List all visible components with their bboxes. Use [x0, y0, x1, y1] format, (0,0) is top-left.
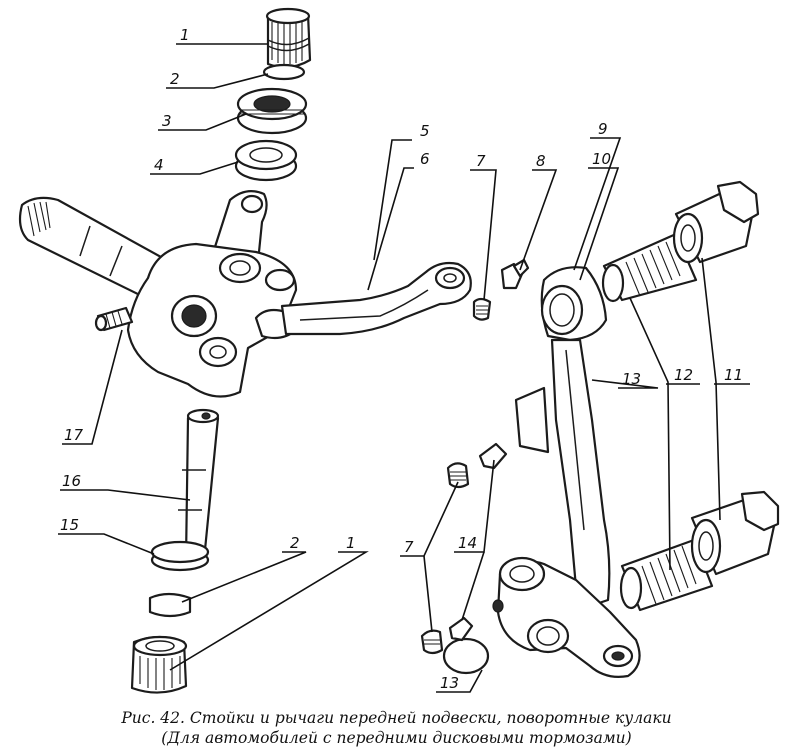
steering-arm	[280, 261, 472, 336]
part-numbers: 1 2 3 4 5 6 7 8 9 10 13 12 11 17 16 15 2…	[60, 26, 743, 692]
leaders	[58, 43, 750, 693]
lower-bushing-set	[619, 490, 780, 612]
label-2-top: 2	[170, 70, 180, 88]
label-7-low: 7	[404, 538, 414, 556]
grease-fitting-top	[472, 258, 530, 321]
label-12: 12	[674, 366, 693, 384]
label-1-top: 1	[180, 26, 190, 44]
label-8: 8	[536, 152, 546, 170]
label-5: 5	[420, 122, 430, 140]
label-7-top: 7	[476, 152, 486, 170]
seal	[234, 139, 298, 182]
label-6: 6	[420, 150, 430, 168]
grease-fittings-lower	[420, 442, 508, 655]
label-13-right: 13	[622, 370, 641, 388]
caption-title: Рис. 42. Стойки и рычаги передней подвес…	[121, 709, 672, 727]
label-2-low: 2	[290, 534, 300, 552]
caption-subtitle: (Для автомобилей с передними дисковыми т…	[161, 729, 632, 747]
label-14: 14	[458, 534, 477, 552]
label-4: 4	[154, 156, 164, 174]
upper-bushing-set	[601, 180, 760, 303]
right-strut	[492, 266, 641, 678]
label-9: 9	[598, 120, 608, 138]
washer-top	[262, 63, 306, 81]
label-16: 16	[62, 472, 81, 490]
washer-low	[148, 592, 192, 618]
label-11: 11	[724, 366, 743, 384]
king-pin	[178, 408, 220, 562]
label-10: 10	[592, 150, 611, 168]
upper-bearing	[236, 87, 308, 135]
label-3: 3	[162, 112, 172, 130]
lower-bush	[130, 635, 188, 694]
label-15: 15	[60, 516, 79, 534]
left-knuckle	[18, 189, 298, 398]
upper-bush	[265, 7, 312, 69]
small-pin	[94, 306, 134, 332]
label-1-low: 1	[346, 534, 356, 552]
label-17: 17	[64, 426, 84, 444]
washer-15-top	[150, 540, 210, 564]
label-13-low: 13	[440, 674, 459, 692]
plug-cap	[442, 637, 490, 675]
